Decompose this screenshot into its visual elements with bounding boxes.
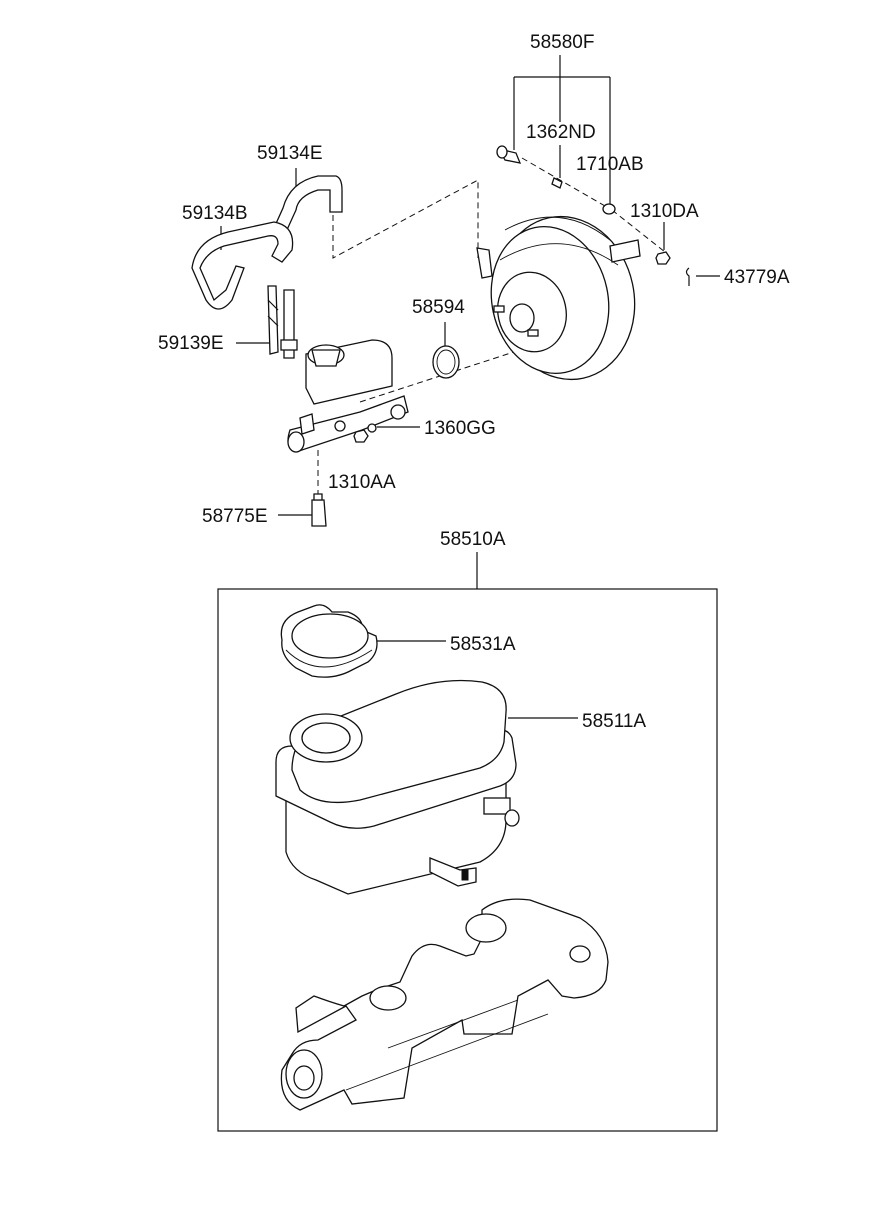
label-1362ND: 1362ND: [526, 122, 596, 143]
label-58511A: 58511A: [582, 711, 646, 732]
bleeder-58775E: [311, 493, 327, 527]
check-valve-59139E: [267, 285, 298, 359]
nut-1310AA: [353, 429, 369, 443]
detail-box-58510A: [217, 588, 718, 1132]
nut-part: [655, 251, 671, 265]
label-1310AA: 1310AA: [328, 472, 396, 493]
washer-1360GG: [367, 423, 377, 433]
pin-part: [685, 267, 690, 286]
label-58594: 58594: [412, 297, 465, 318]
bolt-part: [496, 145, 522, 164]
label-58510A: 58510A: [440, 529, 506, 550]
master-cylinder-body: [280, 898, 609, 1111]
label-1310DA: 1310DA: [630, 201, 699, 222]
brake-booster: [476, 215, 641, 381]
label-59134B: 59134B: [182, 203, 248, 224]
reservoir-cap-58531A: [280, 604, 378, 678]
label-59134E: 59134E: [257, 143, 323, 164]
reservoir-58511A: [275, 679, 520, 895]
label-59139E: 59139E: [158, 333, 224, 354]
label-58775E: 58775E: [202, 506, 268, 527]
label-58531A: 58531A: [450, 634, 516, 655]
vacuum-hose-59134E: [273, 175, 343, 233]
vacuum-hose-59134B: [191, 221, 294, 310]
clip-part: [551, 177, 563, 189]
label-1360GG: 1360GG: [424, 418, 496, 439]
label-58580F: 58580F: [530, 32, 594, 53]
master-cylinder-assembly: [287, 339, 409, 453]
washer-part: [602, 203, 616, 215]
label-43779A: 43779A: [724, 267, 790, 288]
